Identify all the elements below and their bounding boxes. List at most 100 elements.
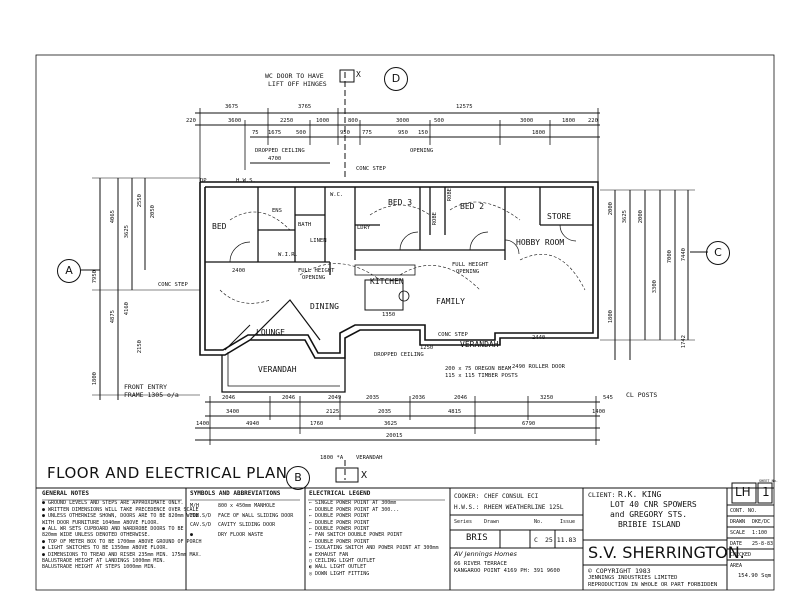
opening-2: OPENING bbox=[456, 269, 480, 275]
down-light-icon: ◎ bbox=[309, 570, 316, 577]
symbol-row: FOW.S/D FACE OF WALL SLIDING DOOR bbox=[190, 513, 302, 519]
legend-row: ⌐ DOUBLE POWER POINT bbox=[309, 513, 447, 519]
symbol-desc: CAVITY SLIDING DOOR bbox=[218, 522, 276, 529]
general-note: ● GROUND LEVELS AND STEPS ARE APPROXIMAT… bbox=[42, 500, 184, 507]
roller-door: 2490 ROLLER DOOR bbox=[512, 364, 565, 370]
drawing-title: FLOOR AND ELECTRICAL PLAN bbox=[47, 464, 288, 482]
general-note: ● LIGHT SWITCHES TO BE 1350mm ABOVE FLOO… bbox=[42, 545, 169, 552]
dim-row3-3: 500 bbox=[296, 130, 306, 136]
dim-right-1: 3625 bbox=[622, 210, 628, 224]
dim-top-2: 3765 bbox=[298, 104, 312, 110]
room-bed3: BED 3 bbox=[388, 198, 413, 207]
double-power-icon: ⌐ bbox=[309, 526, 316, 533]
dim-bot3-2: 2125 bbox=[326, 409, 340, 415]
full-height-2: FULL HEIGHT bbox=[452, 262, 489, 268]
client-label: CLIENT: bbox=[588, 491, 616, 499]
symbol-code: CAV.S/D bbox=[190, 522, 212, 529]
dim-right-0: 2000 bbox=[608, 202, 614, 216]
room-bath: BATH bbox=[298, 222, 312, 228]
dim-left-8: 1800 bbox=[92, 372, 98, 386]
door-note-line-1: WC DOOR TO HAVE bbox=[265, 72, 324, 80]
dim-right-4: 3300 bbox=[652, 280, 658, 294]
room-hws: H.W.S. bbox=[236, 178, 256, 184]
hws-label: H.W.S.: bbox=[454, 504, 480, 511]
timber-posts: 115 x 115 TIMBER POSTS bbox=[445, 373, 518, 379]
dim-right-7: 1742 bbox=[681, 335, 687, 349]
symbol-desc: FACE OF WALL SLIDING DOOR bbox=[218, 512, 294, 519]
area-label: AREA bbox=[730, 563, 743, 569]
dim-row2-12: 3000 bbox=[520, 118, 534, 124]
sheet-of: SHEET No. bbox=[759, 479, 778, 483]
double-power-icon: ⌐ bbox=[309, 506, 316, 513]
dim-bot2-3: 6790 bbox=[522, 421, 536, 427]
company-name: AV Jennings Homes bbox=[454, 550, 517, 558]
dim-bot2-2: 3625 bbox=[384, 421, 398, 427]
dim-top-3: 12575 bbox=[456, 104, 473, 110]
legend-label: CEILING LIGHT OUTLET bbox=[315, 558, 376, 565]
electrical-legend-heading: ELECTRICAL LEGEND bbox=[309, 490, 371, 497]
door-note-line-2: LIFT OFF HINGES bbox=[268, 80, 327, 88]
copyright-notice: REPRODUCTION IN WHOLE OR PART FORBIDDEN bbox=[588, 582, 718, 588]
dim-right-5: 2000 bbox=[638, 210, 644, 224]
series-label: Series bbox=[454, 519, 473, 525]
general-note: WITH DOOR FURNITURE 1040mm ABOVE FLOOR. bbox=[42, 519, 160, 526]
legend-label: DOUBLE POWER POINT AT 300... bbox=[315, 506, 400, 513]
room-dining: DINING bbox=[310, 302, 339, 311]
opening-top: OPENING bbox=[410, 148, 434, 154]
drawn-sheet-value: DKE/DC bbox=[752, 519, 771, 525]
dim-row3-7: 950 bbox=[398, 130, 408, 136]
legend-row: ⌐ DOUBLE POWER POINT bbox=[309, 539, 447, 545]
legend-row: ⌐ DOUBLE POWER POINT AT 300... bbox=[309, 507, 447, 513]
dim-bot1-2: 2049 bbox=[328, 395, 342, 401]
general-note: BALUSTRADE HEIGHT AT LANDINGS 1000mm MIN… bbox=[42, 558, 166, 565]
grid-marker-b: B bbox=[286, 466, 310, 490]
legend-row: ○ CEILING LIGHT OUTLET bbox=[309, 558, 447, 564]
dim-bot1-1: 2046 bbox=[282, 395, 296, 401]
dim-row3-6: 775 bbox=[362, 130, 372, 136]
symbols-heading: SYMBOLS AND ABBREVIATIONS bbox=[190, 490, 281, 497]
scale-value: 1:100 bbox=[752, 530, 768, 536]
dropped-ceiling-top: DROPPED CEILING bbox=[255, 148, 305, 154]
front-entry-2: FRAME 1305 o/a bbox=[124, 391, 179, 399]
dim-bot-overall: 20015 bbox=[386, 433, 403, 439]
general-note: ● TOP OF METER BOX TO BE 1700mm ABOVE GR… bbox=[42, 538, 202, 545]
general-note: ● UNLESS OTHERWISE SHOWN, DOORS ARE TO B… bbox=[42, 513, 199, 520]
room-hobby: HOBBY ROOM bbox=[516, 238, 565, 247]
dim-bot1-6: 3250 bbox=[540, 395, 554, 401]
double-power-icon: ⌐ bbox=[309, 519, 316, 526]
dim-bot2-0: 4940 bbox=[246, 421, 260, 427]
dim-bot1-0: 2046 bbox=[222, 395, 236, 401]
dim-left-1: 4065 bbox=[110, 210, 116, 224]
dim-row2-15: 220 bbox=[588, 118, 598, 124]
dim-bot3-1: 3400 bbox=[226, 409, 240, 415]
legend-row: ◐ WALL LIGHT OUTLET bbox=[309, 564, 447, 570]
general-notes-heading: GENERAL NOTES bbox=[42, 490, 89, 497]
dim-row2-4: 1000 bbox=[316, 118, 330, 124]
legend-label: SINGLE POWER POINT AT 300mm bbox=[315, 500, 397, 507]
dim-bot3-3: 2035 bbox=[378, 409, 392, 415]
legend-row: ⌐ SINGLE POWER POINT AT 300mm bbox=[309, 500, 447, 506]
grid-marker-d: D bbox=[384, 67, 408, 91]
b-dim: 1800 *A bbox=[320, 455, 344, 461]
dim-bot3-6: 1400 bbox=[592, 409, 606, 415]
room-linen: LINEN bbox=[310, 238, 327, 244]
hws-value: RHEEM WEATHERLINE 125L bbox=[484, 504, 564, 511]
room-family: FAMILY bbox=[436, 297, 465, 306]
dim-bot1-4: 2036 bbox=[412, 395, 426, 401]
area-value: 154.90 Sqm bbox=[738, 573, 772, 579]
general-note: ● DIMENSIONS TO TREAD AND RISER 235mm MI… bbox=[42, 551, 202, 558]
conc-step-top: CONC STEP bbox=[356, 166, 386, 172]
room-verandah-rear: VERANDAH bbox=[460, 340, 499, 349]
legend-label: DOWN LIGHT FITTING bbox=[315, 570, 370, 577]
symbol-code: FOW.S/D bbox=[190, 512, 212, 519]
scale-label: SCALE bbox=[730, 530, 746, 536]
room-store: STORE bbox=[547, 212, 572, 221]
dim-misc-3: 1350 bbox=[382, 312, 396, 318]
symbol-desc: 800 x 450mm MANHOLE bbox=[218, 503, 276, 510]
general-note: ● ALL WR SETS CUPBOARD AND WARDROBE DOOR… bbox=[42, 526, 184, 533]
client-lot-2: and GREGORY STS. bbox=[610, 510, 688, 519]
electrical-legend: ELECTRICAL LEGEND ⌐ SINGLE POWER POINT A… bbox=[309, 490, 447, 577]
dim-row3-4: 950 bbox=[340, 130, 350, 136]
